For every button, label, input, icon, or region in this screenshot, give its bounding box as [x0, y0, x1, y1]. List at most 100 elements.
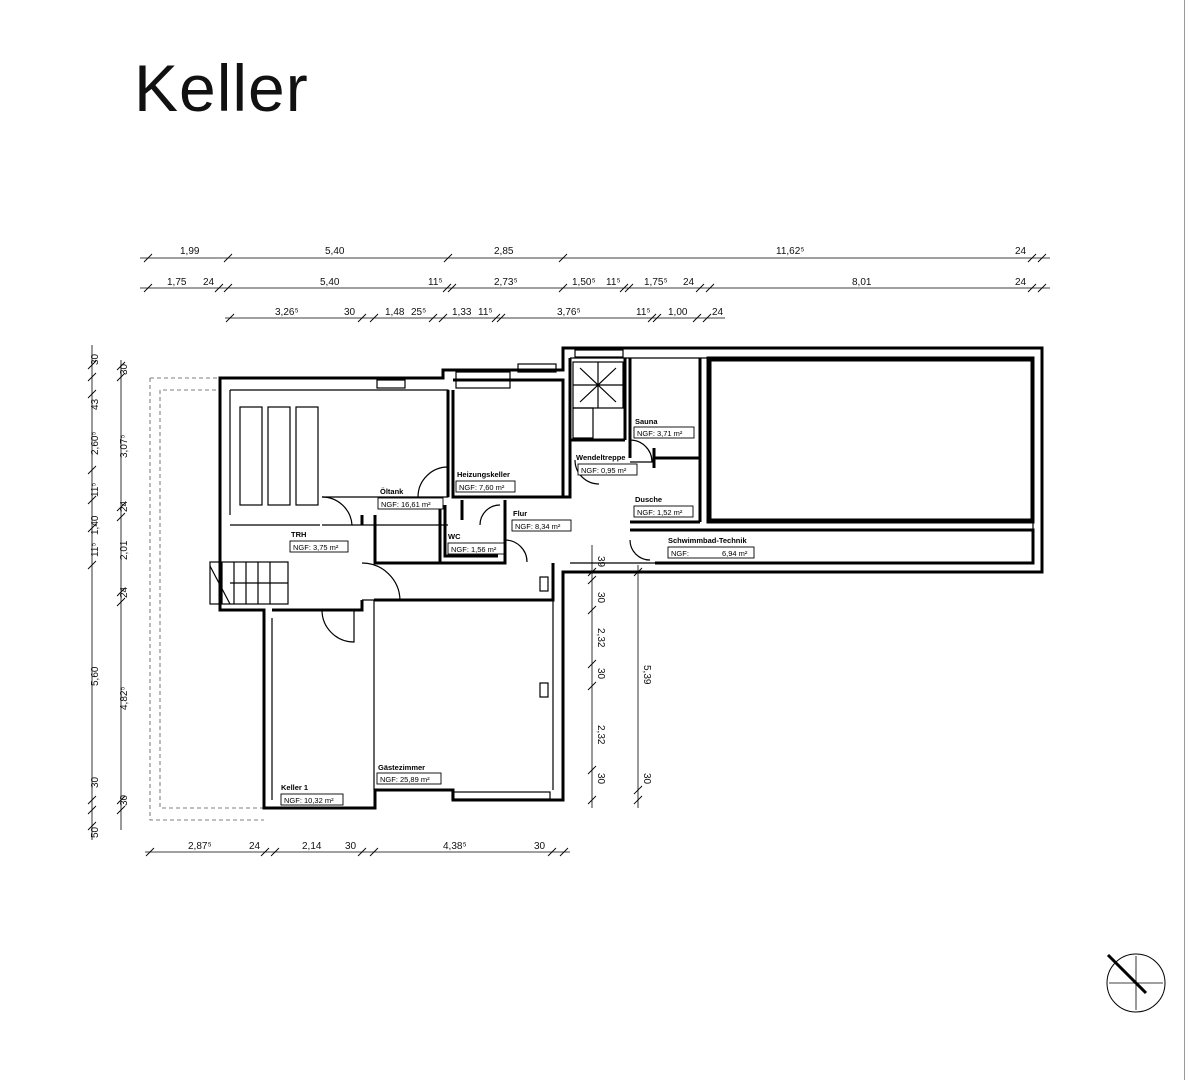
room-area: NGF: 8,34 m² — [515, 522, 561, 531]
room-area: NGF: 3,75 m² — [293, 543, 339, 552]
dim-label: 11⁵ — [90, 542, 101, 557]
room-flur: Flur NGF: 8,34 m² — [511, 509, 572, 532]
dim-label: 11⁵ — [478, 307, 493, 318]
room-name: Heizungskeller — [457, 470, 510, 479]
dim-label: 1,00 — [668, 307, 688, 318]
dim-label: 24 — [249, 841, 261, 852]
window — [517, 363, 557, 373]
dim-label: 8,01 — [852, 277, 872, 288]
room-name: Dusche — [635, 495, 662, 504]
dim-chain-left-outer: 30 43 2,60⁵ 11⁵ 1,40 11⁵ 5,60 30 50 — [87, 345, 101, 840]
window — [539, 682, 549, 698]
window — [451, 791, 551, 800]
dim-label: 5,60 — [90, 666, 101, 686]
windows — [376, 349, 624, 800]
room-dusche: Dusche NGF: 1,52 m² — [633, 495, 694, 518]
dim-label: 30 — [595, 592, 606, 604]
room-name: WC — [448, 532, 461, 541]
dim-label: 24 — [1015, 277, 1027, 288]
dim-label: 1,75 — [167, 277, 187, 288]
room-sauna: Sauna NGF: 3,71 m² — [633, 417, 695, 439]
oil-tanks — [239, 406, 319, 506]
dim-label: 30 — [641, 773, 652, 785]
window — [455, 371, 511, 389]
room-gaestezimmer: Gästezimmer NGF: 25,89 m² — [376, 763, 442, 785]
room-area: NGF: 16,61 m² — [381, 500, 431, 509]
window — [376, 379, 406, 389]
dim-label: 43 — [90, 398, 101, 410]
dim-label: 11⁵ — [636, 307, 651, 318]
pool-outline — [708, 358, 1034, 522]
room-heizungskeller: Heizungskeller NGF: 7,60 m² — [455, 470, 516, 493]
dim-label: 2,32 — [595, 628, 606, 648]
dim-label: 30 — [345, 841, 357, 852]
window — [574, 349, 624, 358]
doors — [321, 439, 653, 643]
room-name: Keller 1 — [281, 783, 308, 792]
dim-label: 5,39 — [641, 665, 652, 685]
dim-label: 1,99 — [180, 246, 200, 257]
stairs — [209, 561, 289, 605]
interior-walls — [272, 356, 1035, 612]
dim-label: 1,75⁵ — [644, 277, 668, 288]
room-name: Gästezimmer — [378, 763, 425, 772]
dim-label: 30 — [344, 307, 356, 318]
dim-label: 24 — [119, 500, 130, 512]
dim-label: 50 — [90, 826, 101, 838]
dim-label: 2,60⁵ — [90, 431, 101, 455]
dim-label: 30 — [90, 776, 101, 788]
dim-chain-left-inner: 30 3,07⁵ 24 2,01 24 4,82⁵ 30 — [116, 360, 130, 830]
dim-chain-mid-a: 39 30 2,32 30 2,32 30 — [587, 545, 606, 808]
room-area: NGF: 25,89 m² — [380, 775, 430, 784]
dim-label: 1,33 — [452, 307, 472, 318]
room-area: NGF: 0,95 m² — [581, 466, 627, 475]
room-name: Wendeltreppe — [576, 453, 625, 462]
room-name: Flur — [513, 509, 527, 518]
page-edge-line — [1184, 0, 1185, 1080]
room-name: TRH — [291, 530, 306, 539]
dim-label: 11⁵ — [428, 277, 443, 288]
room-area: NGF: 7,60 m² — [459, 483, 505, 492]
dim-label: 24 — [119, 586, 130, 598]
dim-label: 3,26⁵ — [275, 307, 299, 318]
dim-label: 2,01 — [119, 540, 130, 560]
dim-chain-top-1: 1,99 5,40 2,85 11,62⁵ 24 — [140, 246, 1050, 263]
dim-label: 1,50⁵ — [572, 277, 596, 288]
room-area: NGF: 10,32 m² — [284, 796, 334, 805]
room-oeltank: Öltank NGF: 16,61 m² — [377, 487, 444, 510]
dim-label: 2,73⁵ — [494, 277, 518, 288]
dim-label: 5,40 — [325, 246, 345, 257]
dim-label: 2,85 — [494, 246, 514, 257]
dim-label: 30 — [534, 841, 546, 852]
dim-label: 24 — [203, 277, 215, 288]
dim-label: 39 — [595, 556, 606, 568]
dim-label: 11⁵ — [606, 277, 621, 288]
room-keller-1: Keller 1 NGF: 10,32 m² — [280, 783, 344, 806]
room-area: NGF: 3,71 m² — [637, 429, 683, 438]
dim-label: 25⁵ — [411, 307, 426, 318]
room-wc: WC NGF: 1,56 m² — [447, 532, 505, 555]
dim-label: 2,87⁵ — [188, 841, 212, 852]
dim-label: 4,82⁵ — [119, 686, 130, 710]
dim-label: 30 — [119, 794, 130, 806]
dim-label: 3,07⁵ — [119, 434, 130, 458]
room-trh: TRH NGF: 3,75 m² — [289, 530, 349, 553]
dim-label: 30 — [595, 773, 606, 785]
room-area: NGF: — [671, 549, 689, 558]
room-name: Schwimmbad-Technik — [668, 536, 747, 545]
dim-chain-top-3: 3,26⁵ 30 1,48 25⁵ 1,33 11⁵ 3,76⁵ 11⁵ 1,0… — [225, 307, 725, 323]
dim-chain-bottom: 2,87⁵ 24 2,14 30 4,38⁵ 30 — [145, 841, 570, 857]
dim-label: 24 — [1015, 246, 1027, 257]
room-area: NGF: 1,56 m² — [451, 545, 497, 554]
dim-chain-mid-b: 5,39 30 — [633, 565, 652, 808]
dim-label: 24 — [712, 307, 724, 318]
dim-label: 1,48 — [385, 307, 405, 318]
dim-label: 24 — [683, 277, 695, 288]
dim-label: 5,40 — [320, 277, 340, 288]
spiral-stair — [572, 361, 624, 439]
plan-title: Keller — [134, 51, 309, 125]
dim-label: 2,14 — [302, 841, 322, 852]
dim-label: 3,76⁵ — [557, 307, 581, 318]
dim-label: 30 — [119, 363, 130, 375]
dim-label: 11⁵ — [90, 482, 101, 497]
